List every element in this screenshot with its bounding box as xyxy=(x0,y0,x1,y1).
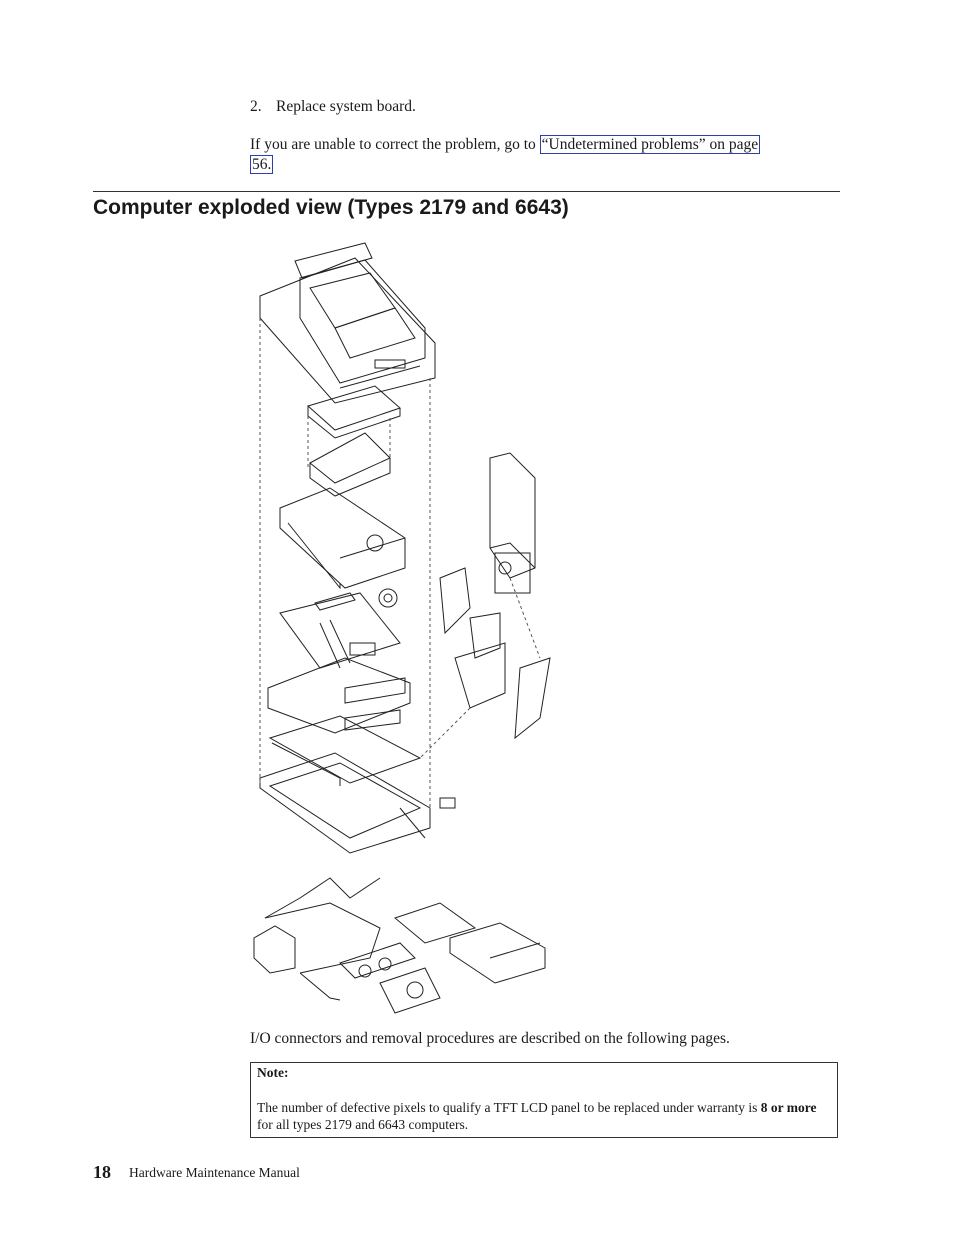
drive-bay-part xyxy=(309,432,391,497)
note-text-end: for all types 2179 and 6643 computers. xyxy=(257,1117,469,1132)
step-item: 2. Replace system board. xyxy=(250,97,416,117)
page-number: 18 xyxy=(93,1162,111,1182)
shield-plate-part xyxy=(267,657,411,734)
cross-reference-link-page[interactable]: 56. xyxy=(250,155,274,174)
after-figure-text: I/O connectors and removal procedures ar… xyxy=(250,1030,730,1047)
cross-reference-link[interactable]: “Undetermined problems” on page xyxy=(539,135,761,154)
note-box: Note: The number of defective pixels to … xyxy=(250,1062,838,1138)
power-supply-part xyxy=(489,452,536,594)
note-label: Note: xyxy=(257,1065,289,1080)
base-stand-part xyxy=(253,877,416,1001)
alignment-lines xyxy=(259,318,541,808)
section-divider xyxy=(93,191,840,192)
intro-paragraph: If you are unable to correct the problem… xyxy=(250,135,840,175)
speaker-part xyxy=(379,967,441,1014)
front-bezel-part xyxy=(279,487,406,590)
lcd-panel-part xyxy=(259,752,431,854)
chassis-plate-part xyxy=(306,385,401,439)
note-text: The number of defective pixels to qualif… xyxy=(257,1099,833,1133)
section-heading: Computer exploded view (Types 2179 and 6… xyxy=(93,196,569,219)
note-text-start: The number of defective pixels to qualif… xyxy=(257,1100,761,1115)
riser-card-part xyxy=(439,567,551,740)
intro-text: If you are unable to correct the problem… xyxy=(250,136,540,153)
note-emphasis: 8 or more xyxy=(760,1100,817,1115)
system-board-part xyxy=(279,592,401,669)
step-text: Replace system board. xyxy=(276,98,416,115)
step-number: 2. xyxy=(250,98,262,115)
manual-title: Hardware Maintenance Manual xyxy=(129,1165,300,1180)
drive-tray-part xyxy=(393,902,546,984)
top-cover-part xyxy=(259,242,436,404)
exploded-view-diagram xyxy=(253,242,551,1014)
display-bezel-part xyxy=(399,797,456,839)
fan-part xyxy=(378,588,398,608)
